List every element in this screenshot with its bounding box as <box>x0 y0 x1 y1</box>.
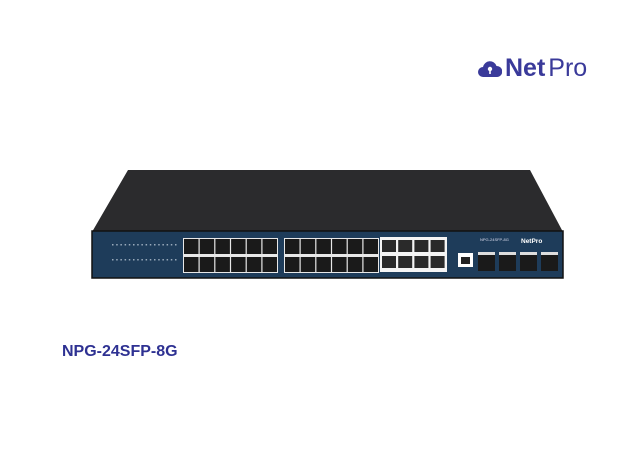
sfp-port[interactable] <box>332 239 347 254</box>
rj45-port[interactable] <box>430 240 445 252</box>
switch-top <box>92 170 563 232</box>
uplink-sfp-port[interactable] <box>520 255 537 271</box>
sfp-port[interactable] <box>246 239 262 254</box>
sfp-port[interactable] <box>215 239 230 254</box>
sfp-port[interactable] <box>316 257 331 272</box>
sfp-port[interactable] <box>231 257 246 272</box>
uplink-sfp-port[interactable] <box>499 255 516 271</box>
rj45-port[interactable] <box>398 256 413 268</box>
uplink-sfp-port[interactable] <box>478 255 495 271</box>
rj45-port[interactable] <box>414 240 429 252</box>
sfp-port[interactable] <box>231 239 246 254</box>
sfp-port[interactable] <box>363 239 379 254</box>
panel-logo: NetPro <box>521 238 542 245</box>
rj45-port[interactable] <box>414 256 429 268</box>
rj45-port[interactable] <box>398 240 413 252</box>
sfp-port[interactable] <box>316 239 331 254</box>
rj45-ports <box>380 237 447 272</box>
sfp-port[interactable] <box>184 257 199 272</box>
sfp-port[interactable] <box>363 257 379 272</box>
sfp-port[interactable] <box>246 257 262 272</box>
sfp-port[interactable] <box>300 257 316 272</box>
sfp-port[interactable] <box>184 239 199 254</box>
sfp-port[interactable] <box>215 257 230 272</box>
sfp-port[interactable] <box>300 239 316 254</box>
sfp-port[interactable] <box>262 257 278 272</box>
brand-name-bold: Net <box>505 54 546 82</box>
sfp-port[interactable] <box>285 257 300 272</box>
sfp-port[interactable] <box>262 239 278 254</box>
sfp-port[interactable] <box>199 239 215 254</box>
sfp-port[interactable] <box>332 257 347 272</box>
status-leds <box>112 244 177 261</box>
uplink-sfp-ports <box>478 252 558 271</box>
rj45-port[interactable] <box>382 256 396 268</box>
panel-model: NPG-24SFP-8G <box>480 237 509 242</box>
sfp-port[interactable] <box>347 257 363 272</box>
sfp-port[interactable] <box>347 239 363 254</box>
rj45-port[interactable] <box>382 240 396 252</box>
rj45-port[interactable] <box>430 256 445 268</box>
cloud-lock-icon <box>478 61 502 77</box>
brand-logo: Net Pro <box>478 55 587 81</box>
product-model: NPG-24SFP-8G <box>62 343 178 360</box>
sfp-port[interactable] <box>199 257 215 272</box>
sfp-ports <box>183 238 379 273</box>
sfp-port[interactable] <box>285 239 300 254</box>
brand-name-light: Pro <box>548 54 588 82</box>
uplink-sfp-port[interactable] <box>541 255 558 271</box>
